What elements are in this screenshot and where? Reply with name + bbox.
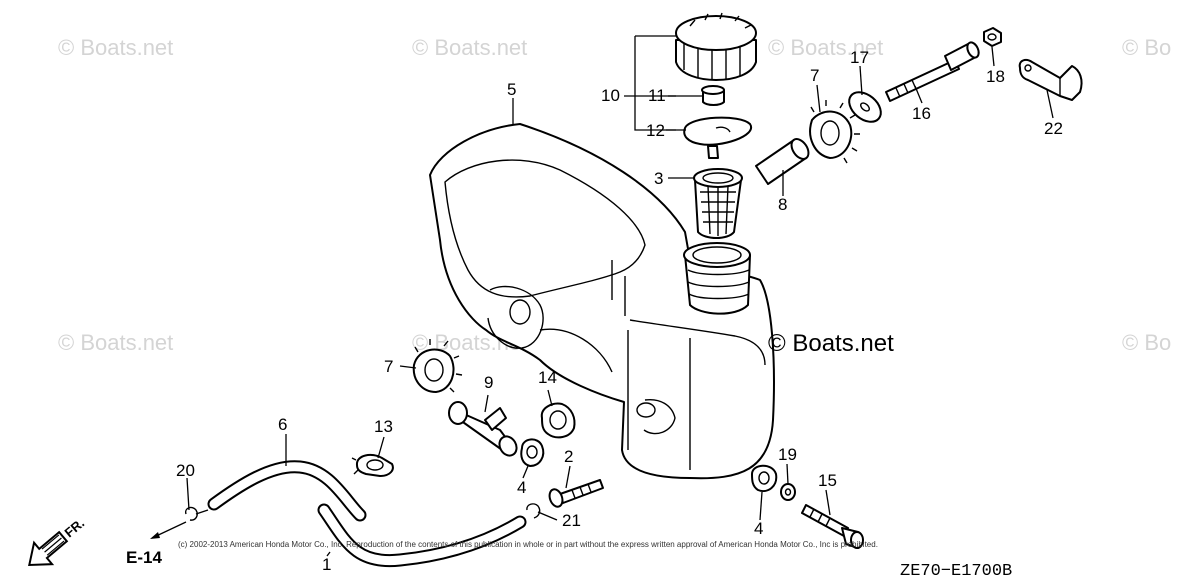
collar-left <box>448 401 518 457</box>
mount-rubber-left <box>412 339 463 393</box>
callout-5: 5 <box>507 80 516 99</box>
nut-top <box>983 27 1002 47</box>
bolt-right <box>801 504 864 549</box>
washer-top <box>848 91 882 123</box>
callout-14: 14 <box>538 368 557 387</box>
cap-plate <box>683 116 753 159</box>
mount-rubber-small-right <box>751 464 778 492</box>
callout-22: 22 <box>1044 119 1063 138</box>
callout-18: 18 <box>986 67 1005 86</box>
callout-17: 17 <box>850 48 869 67</box>
callout-2: 2 <box>564 447 573 466</box>
cap-packing <box>701 85 725 106</box>
callout-12: 12 <box>646 121 665 140</box>
fuel-tube-upper <box>207 460 367 522</box>
brand-mark: © Boats.net <box>768 330 894 357</box>
front-label: FR. <box>62 515 88 540</box>
callout-3: 3 <box>654 169 663 188</box>
callout-11: 11 <box>648 86 666 105</box>
callout-9: 9 <box>484 373 493 392</box>
leader-lines <box>186 35 1054 557</box>
fuel-strainer <box>693 168 743 239</box>
collar-top <box>755 138 810 185</box>
callout-19: 19 <box>778 445 797 464</box>
watermark-top-edge: © Bo <box>1122 35 1171 60</box>
callout-7-left: 7 <box>384 357 393 376</box>
callout-13: 13 <box>374 417 393 436</box>
page-ref-label: E-14 <box>126 548 162 567</box>
copyright-notice: (c) 2002-2013 American Honda Motor Co., … <box>178 540 878 549</box>
bolt-left <box>548 479 604 508</box>
callout-20: 20 <box>176 461 195 480</box>
callout-1: 1 <box>322 555 331 574</box>
watermark-top-right: © Boats.net <box>768 35 883 60</box>
fuel-cap <box>675 12 757 81</box>
tank-bracket <box>1018 59 1083 101</box>
watermark-top-center: © Boats.net <box>412 35 527 60</box>
washer-small <box>780 483 796 501</box>
watermark-top-left: © Boats.net <box>58 35 173 60</box>
diagram-code: ZE70−E1700B <box>900 562 1012 581</box>
watermark-mid-left: © Boats.net <box>58 330 173 355</box>
callout-10: 10 <box>601 86 620 105</box>
tube-clip <box>184 506 209 521</box>
bolt-top <box>885 41 980 102</box>
callout-8: 8 <box>778 195 787 214</box>
callout-21: 21 <box>562 511 581 530</box>
fuel-tube-lower <box>317 503 527 568</box>
callout-15: 15 <box>818 471 837 490</box>
mount-rubber-top <box>809 100 860 164</box>
page-reference: E-14 <box>126 521 187 567</box>
callout-4-left: 4 <box>517 478 526 497</box>
front-arrow: FR. <box>28 515 88 567</box>
grommet <box>540 402 576 439</box>
fuel-tank <box>429 123 775 480</box>
callout-7-top: 7 <box>810 66 819 85</box>
hose-clamp <box>351 453 394 477</box>
callout-16: 16 <box>912 104 931 123</box>
callout-4-right: 4 <box>754 519 763 538</box>
mount-rubber-small-left <box>520 438 545 467</box>
hose-clip-small <box>526 503 541 519</box>
callout-6: 6 <box>278 415 287 434</box>
watermark-mid-edge: © Bo <box>1122 330 1171 355</box>
